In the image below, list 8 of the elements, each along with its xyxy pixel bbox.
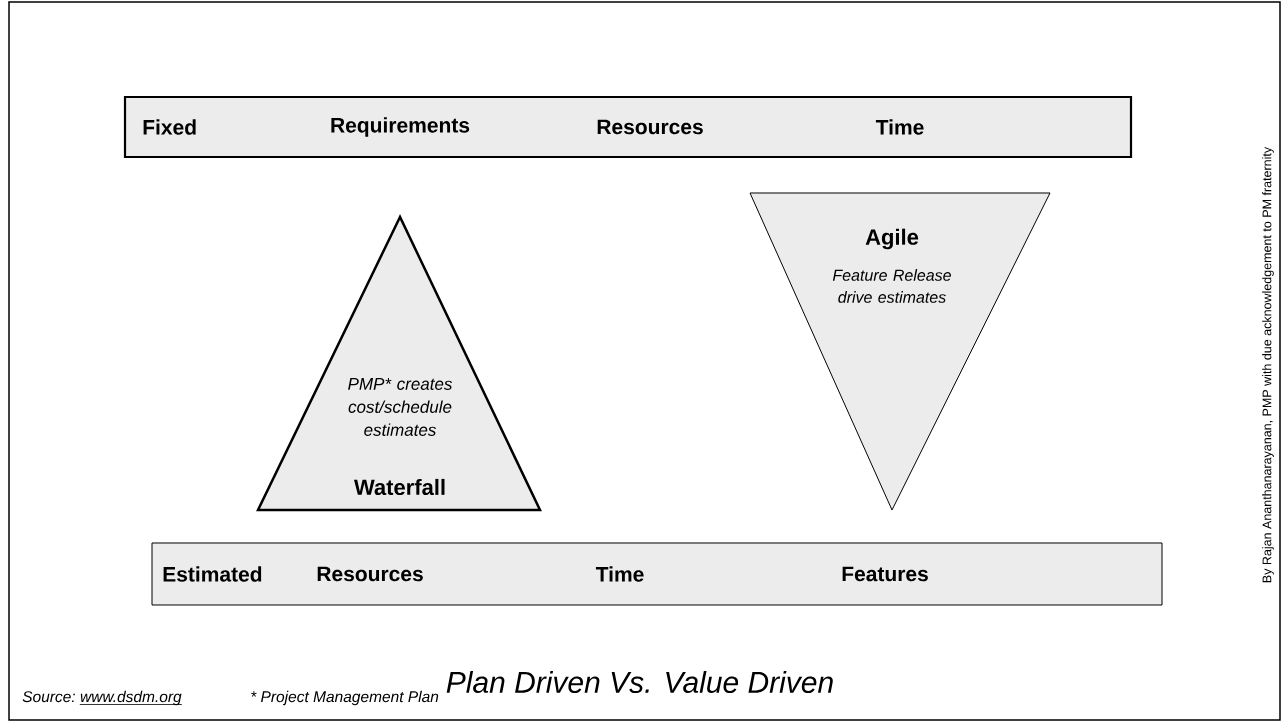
caption: Plan Driven Vs. Value Driven <box>446 671 833 693</box>
footnote: * Project Management Plan <box>251 690 439 706</box>
source-link: www.dsdm.org <box>79 690 183 706</box>
author-note: By Rajan Ananthanarayanan, PMP with due acknowledgement to PM fraternity <box>1262 146 1274 583</box>
inverted-triangle: Agile Feature Release drive estimates <box>749 192 1051 511</box>
band: Fixed Requirements Resources Time <box>123 95 1133 159</box>
source-label: Source: <box>22 691 75 703</box>
band: Estimated Resources Time Features <box>151 542 1163 606</box>
